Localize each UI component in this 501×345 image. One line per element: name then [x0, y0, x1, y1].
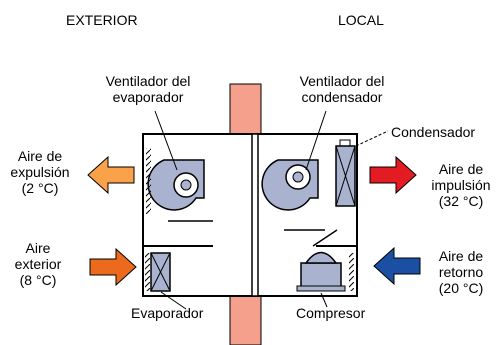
- label-supply-air-line1: Aire de: [438, 161, 484, 177]
- label-supply-air-temp: (32 °C): [438, 193, 484, 209]
- duct-top: [229, 83, 262, 135]
- label-return-air-line1: Aire de: [438, 248, 484, 264]
- label-evaporator-fan: Ventilador del evaporador: [88, 73, 208, 105]
- evaporator-leader: [160, 291, 187, 310]
- return-grille: [349, 253, 354, 291]
- label-outside-air: Aire exterior (8 °C): [8, 240, 68, 288]
- label-return-air-line2: retorno: [438, 264, 484, 280]
- condenser-leader: [355, 130, 389, 147]
- duct-bottom: [229, 295, 262, 345]
- label-outside-air-line1: Aire: [25, 240, 51, 256]
- supply-air-arrow: [369, 155, 417, 195]
- exhaust-air-arrow: [87, 155, 135, 195]
- label-return-air: Aire de retorno (20 °C): [425, 248, 497, 296]
- condenser-baffle: [312, 229, 338, 247]
- label-condenser-fan-line1: Ventilador del: [299, 73, 385, 89]
- condenser-fan: [261, 159, 319, 211]
- label-condenser-fan-line2: condensador: [301, 89, 383, 105]
- label-exhaust-air: Aire de expulsión (2 °C): [2, 148, 78, 196]
- label-condenser: Condensador: [391, 124, 476, 140]
- label-supply-air: Aire de impulsión (32 °C): [422, 161, 500, 209]
- condenser-coil-bracket-top: [339, 139, 351, 146]
- condenser-coil: [335, 139, 356, 207]
- evaporator-fan-core: [180, 179, 192, 191]
- evaporator-fan-leader: [154, 110, 178, 171]
- label-exhaust-air-line2: expulsión: [10, 164, 70, 180]
- label-condenser-fan: Ventilador del condensador: [282, 73, 402, 105]
- label-return-air-temp: (20 °C): [438, 280, 484, 296]
- label-exhaust-air-line1: Aire de: [17, 148, 63, 164]
- evaporator-coil-x: [150, 252, 171, 292]
- condenser-fan-core: [292, 171, 304, 183]
- label-exhaust-air-temp: (2 °C): [21, 180, 59, 196]
- compressor-leader: [320, 292, 328, 308]
- label-supply-air-line2: impulsión: [431, 177, 491, 193]
- heading-exterior: EXTERIOR: [66, 12, 138, 28]
- evaporator-coil-fins: [145, 253, 150, 291]
- label-evaporator-fan-line1: Ventilador del: [105, 73, 191, 89]
- compressor: [296, 251, 346, 292]
- label-evaporator-fan-line2: evaporador: [112, 89, 184, 105]
- compressor-dome: [304, 251, 338, 264]
- evaporator-fan: [147, 159, 205, 211]
- heading-local: LOCAL: [338, 12, 384, 28]
- evaporator-coil: [145, 252, 171, 292]
- divider-wall: [251, 133, 259, 297]
- compressor-body: [300, 262, 342, 289]
- return-air-arrow: [373, 246, 421, 286]
- condenser-fan-leader: [305, 110, 327, 171]
- outside-air-arrow: [89, 247, 137, 287]
- exhaust-grille: [146, 148, 151, 214]
- condenser-coil-x: [335, 145, 356, 207]
- label-outside-air-line2: exterior: [14, 256, 62, 272]
- compressor-base: [296, 285, 346, 292]
- label-outside-air-temp: (8 °C): [19, 272, 57, 288]
- label-compressor: Compresor: [296, 305, 366, 321]
